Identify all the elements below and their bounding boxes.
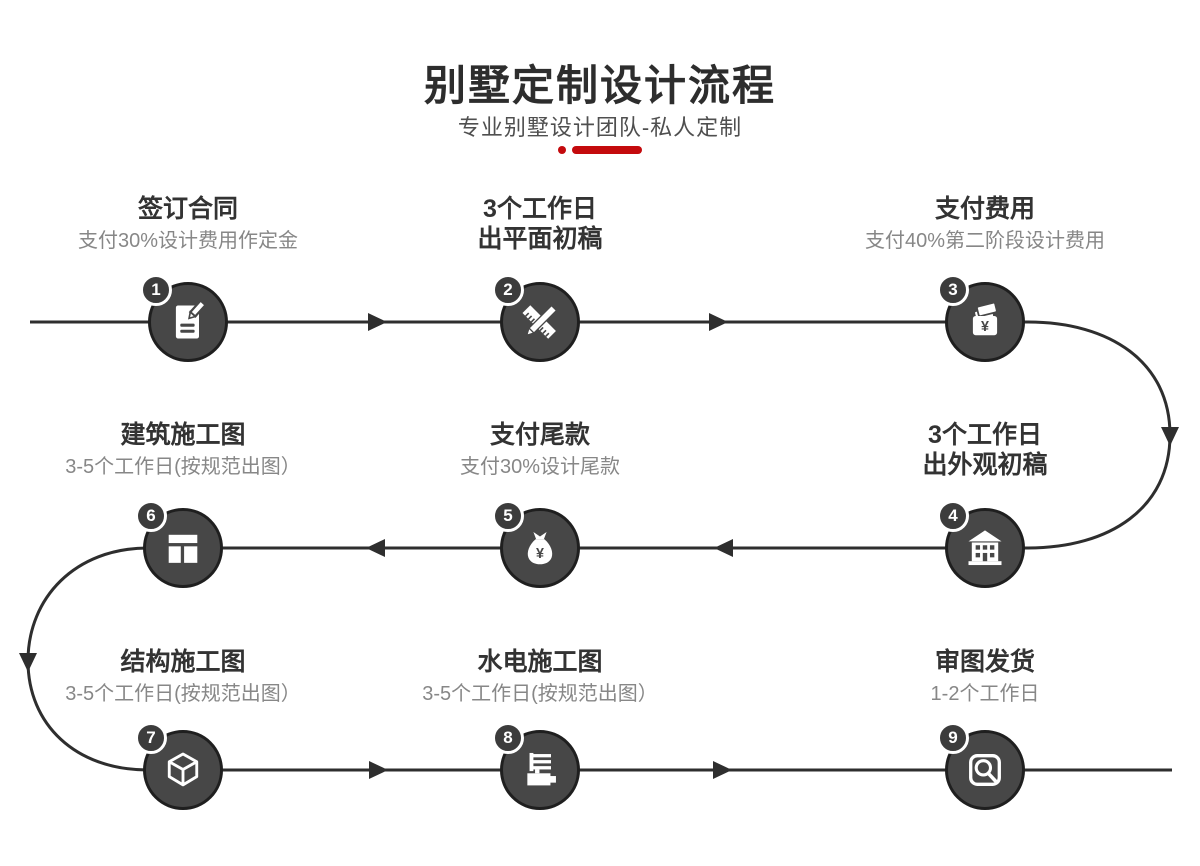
- step-subtitle: 3-5个工作日(按规范出图）: [65, 456, 301, 478]
- step-number: 3: [948, 280, 958, 299]
- arrow-right-icon: [369, 761, 388, 779]
- step-title: 签订合同: [137, 195, 238, 223]
- step-node-6: 6: [135, 500, 223, 588]
- step-title: 3个工作日: [928, 421, 1042, 449]
- arrow-right-icon: [713, 761, 732, 779]
- step-title: 支付尾款: [489, 421, 590, 449]
- divider-bar: [572, 146, 642, 154]
- step-number: 5: [503, 506, 513, 525]
- step-node-9: 9: [937, 722, 1025, 810]
- step-label-7: 结构施工图 3-5个工作日(按规范出图）: [3, 647, 363, 707]
- step-number-badge: 2: [492, 274, 524, 306]
- step-number-badge: 6: [135, 500, 167, 532]
- arrow-left-icon: [714, 539, 733, 557]
- step-subtitle: 1-2个工作日: [930, 683, 1040, 705]
- step-subtitle: 支付40%第二阶段设计费用: [864, 230, 1106, 252]
- step-node-7: 7: [135, 722, 223, 810]
- step-number-badge: 3: [937, 274, 969, 306]
- step-number-badge: 7: [135, 722, 167, 754]
- step-label-6: 建筑施工图 3-5个工作日(按规范出图）: [3, 420, 363, 480]
- step-number: 9: [948, 728, 958, 747]
- step-node-4: 4: [937, 500, 1025, 588]
- step-number: 7: [146, 728, 156, 747]
- arrow-right-icon: [709, 313, 728, 331]
- step-number: 6: [146, 506, 156, 525]
- house-icon: [968, 530, 1002, 566]
- step-number: 4: [948, 506, 958, 525]
- arrow-left-icon: [366, 539, 385, 557]
- step-title: 水电施工图: [477, 648, 603, 676]
- step-title: 建筑施工图: [120, 421, 246, 449]
- wallet-icon: ¥: [972, 301, 998, 336]
- red-divider: [0, 146, 1200, 154]
- step-subtitle: 支付30%设计尾款: [459, 456, 621, 478]
- step-subtitle: 3-5个工作日(按规范出图）: [422, 683, 658, 705]
- step-label-2: 3个工作日 出平面初稿: [360, 194, 720, 254]
- cube-icon: [167, 752, 199, 787]
- pipes-icon: [527, 752, 556, 786]
- step-label-5: 支付尾款 支付30%设计尾款: [360, 420, 720, 480]
- step-title: 结构施工图: [120, 648, 246, 676]
- step-number: 8: [503, 728, 513, 747]
- moneybag-icon: ¥: [527, 532, 553, 565]
- step-label-3: 支付费用 支付40%第二阶段设计费用: [805, 194, 1165, 254]
- step-subtitle: 3-5个工作日(按规范出图）: [65, 683, 301, 705]
- step-subtitle: 出外观初稿: [922, 451, 1048, 479]
- contract-icon: [175, 300, 208, 339]
- step-title: 审图发货: [934, 648, 1035, 676]
- blueprint-icon: [168, 534, 198, 563]
- step-node-1: 1: [140, 274, 228, 362]
- step-subtitle: 支付30%设计费用作定金: [77, 230, 299, 252]
- flow-connector-path: [26, 320, 1172, 772]
- step-number-badge: 5: [492, 500, 524, 532]
- step-node-5: ¥ 5: [492, 500, 580, 588]
- page-title: 别墅定制设计流程: [423, 62, 776, 109]
- arrow-down-icon: [19, 653, 37, 672]
- step-number-badge: 8: [492, 722, 524, 754]
- step-label-8: 水电施工图 3-5个工作日(按规范出图）: [360, 647, 720, 707]
- step-subtitle: 出平面初稿: [477, 225, 603, 253]
- svg-text:¥: ¥: [536, 546, 544, 562]
- step-number: 1: [151, 280, 161, 299]
- step-number: 2: [503, 280, 513, 299]
- step-node-8: 8: [492, 722, 580, 810]
- step-label-4: 3个工作日 出外观初稿: [805, 420, 1165, 480]
- step-number-badge: 9: [937, 722, 969, 754]
- step-label-1: 签订合同 支付30%设计费用作定金: [8, 194, 368, 254]
- step-node-2: 2: [492, 274, 580, 362]
- svg-text:¥: ¥: [981, 319, 989, 335]
- divider-dot: [558, 146, 566, 154]
- ruler-pencil-icon: [522, 304, 558, 339]
- step-node-3: ¥ 3: [937, 274, 1025, 362]
- arrow-down-icon: [1161, 427, 1179, 446]
- page-subtitle: 专业别墅设计团队-私人定制: [457, 115, 743, 140]
- step-number-badge: 1: [140, 274, 172, 306]
- step-title: 3个工作日: [483, 195, 597, 223]
- search-icon: [969, 754, 1001, 786]
- step-number-badge: 4: [937, 500, 969, 532]
- step-title: 支付费用: [934, 195, 1035, 223]
- arrow-right-icon: [368, 313, 387, 331]
- step-label-9: 审图发货 1-2个工作日: [805, 647, 1165, 707]
